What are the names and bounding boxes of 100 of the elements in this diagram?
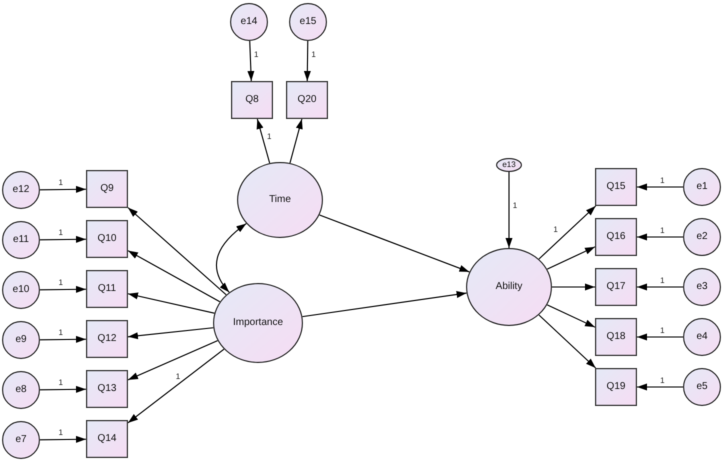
regression-arrow — [547, 246, 596, 270]
path-coefficient: 1 — [512, 202, 518, 210]
variable-name: e8 — [15, 385, 27, 395]
variable-name: e7 — [15, 435, 27, 445]
path-coefficient: 1 — [659, 377, 666, 385]
regression-arrow — [538, 314, 596, 368]
latent-variable-ellipse — [466, 248, 552, 326]
observed-variable-box — [231, 81, 273, 119]
regression-arrow — [506, 172, 512, 248]
path-coefficient: 1 — [659, 327, 666, 335]
error-term-circle — [230, 3, 268, 41]
error-term-circle — [2, 271, 40, 309]
observed-variable-box — [86, 170, 128, 208]
variable-name: Q10 — [98, 234, 116, 244]
regression-arrow — [40, 286, 86, 293]
variable-name: Q20 — [298, 95, 316, 105]
error-term-circle — [683, 318, 721, 356]
variable-name: Q16 — [606, 232, 626, 242]
observed-variable-box — [595, 318, 637, 356]
error-term-circle — [289, 3, 327, 41]
error-term-circle — [2, 221, 40, 259]
regression-arrow — [40, 236, 86, 243]
path-coefficient: 1 — [174, 373, 182, 381]
regression-arrow — [637, 184, 683, 190]
error-term-circle — [683, 268, 721, 306]
path-coefficient: 1 — [57, 228, 64, 237]
path-coefficient: 1 — [659, 227, 666, 235]
regression-arrow — [637, 234, 683, 240]
variable-name: Time — [269, 195, 291, 205]
path-coefficient: 1 — [253, 50, 260, 59]
observed-variable-box — [595, 368, 637, 406]
variable-name: e1 — [696, 182, 708, 192]
variable-name: e15 — [300, 17, 316, 27]
regression-arrow — [302, 291, 467, 318]
path-coefficient: 1 — [57, 378, 64, 387]
error-term-circle — [496, 158, 522, 172]
regression-arrow — [538, 206, 596, 260]
observed-variable-box — [286, 81, 328, 119]
regression-arrow — [128, 327, 214, 340]
variable-name: e12 — [12, 185, 30, 195]
path-coefficient: 1 — [552, 226, 559, 234]
regression-arrow — [304, 41, 311, 81]
latent-variable-ellipse — [213, 283, 303, 363]
path-coefficient: 1 — [57, 178, 64, 187]
path-coefficient: 1 — [310, 50, 317, 59]
variable-name: Q11 — [98, 284, 116, 294]
observed-variable-box — [86, 220, 128, 258]
variable-name: e14 — [240, 17, 258, 27]
regression-arrow — [637, 384, 683, 390]
regression-arrow — [128, 340, 218, 380]
regression-arrow — [128, 292, 214, 314]
variable-name: e5 — [696, 382, 708, 392]
observed-variable-box — [86, 270, 128, 308]
observed-variable-box — [86, 370, 128, 408]
variable-name: Q9 — [100, 184, 114, 194]
regression-arrow — [40, 436, 86, 443]
variable-name: Ability — [496, 282, 522, 292]
covariance-arrow — [216, 223, 247, 293]
regression-arrow — [128, 348, 224, 424]
observed-variable-box — [595, 168, 637, 206]
variable-name: Q14 — [98, 434, 116, 444]
variable-name: Q18 — [606, 332, 626, 342]
variable-name: e13 — [502, 161, 516, 169]
regression-arrow — [40, 186, 86, 193]
path-coefficient: 1 — [57, 428, 64, 437]
latent-variable-ellipse — [237, 162, 323, 238]
variable-name: Q15 — [606, 182, 626, 192]
variable-name: Importance — [232, 318, 284, 328]
regression-arrow — [289, 118, 303, 164]
variable-name: e3 — [696, 282, 708, 292]
regression-arrow — [247, 40, 254, 82]
variable-name: Q8 — [245, 95, 259, 105]
path-coefficient: 1 — [266, 132, 272, 141]
path-coefficient: 1 — [57, 278, 64, 287]
regression-arrow — [637, 284, 683, 290]
error-term-circle — [683, 168, 721, 206]
regression-arrow — [40, 386, 86, 393]
regression-arrow — [552, 284, 595, 290]
error-term-circle — [683, 368, 721, 406]
variable-name: Q17 — [606, 282, 626, 292]
variable-name: e9 — [15, 335, 27, 345]
error-term-circle — [2, 321, 40, 359]
path-coefficient: 1 — [659, 277, 666, 285]
variable-name: e10 — [12, 285, 30, 295]
regression-arrow — [637, 334, 683, 340]
error-term-circle — [683, 218, 721, 256]
regression-arrow — [256, 118, 270, 164]
regression-arrow — [319, 214, 470, 272]
regression-arrow — [40, 336, 86, 343]
observed-variable-box — [595, 268, 637, 306]
error-term-circle — [2, 171, 40, 209]
path-coefficient: 1 — [57, 328, 64, 337]
path-coefficient: 1 — [659, 177, 666, 185]
regression-arrow — [128, 250, 220, 302]
observed-variable-box — [86, 420, 128, 458]
regression-arrow — [547, 304, 596, 328]
variable-name: e2 — [696, 232, 708, 242]
observed-variable-box — [595, 218, 637, 256]
regression-arrow — [128, 207, 227, 296]
variable-name: Q12 — [98, 334, 116, 344]
